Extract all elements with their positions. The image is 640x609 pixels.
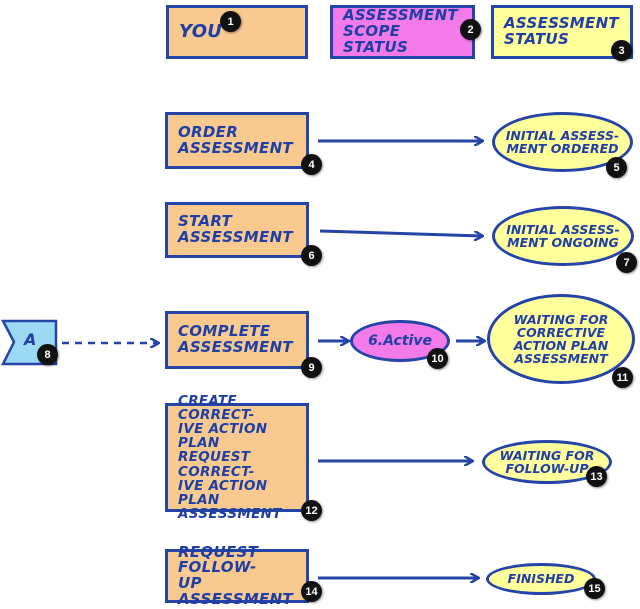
- badge-5: 5: [606, 157, 627, 178]
- status-initial-assessment-ordered: Initial Assess- ment ordered: [492, 112, 633, 172]
- status-label-line: Waiting for: [499, 447, 595, 463]
- header-status-line2: Status: [504, 30, 570, 48]
- header-scope-line1: Assessment: [343, 6, 458, 25]
- status-initial-assessment-ongoing: Initial Assess- ment Ongoing: [492, 206, 634, 266]
- badge-3: 3: [611, 40, 632, 61]
- badge-1: 1: [220, 11, 241, 32]
- step-label-line: Assessment: [178, 338, 293, 356]
- badge-11: 11: [612, 367, 633, 388]
- header-status-line1: Assessment: [504, 14, 619, 33]
- status-label-line: ment ordered: [506, 141, 619, 156]
- badge-8: 8: [37, 344, 58, 365]
- scope-status-label: 6.Active: [368, 332, 432, 349]
- step-label-line: Assessment: [178, 506, 282, 523]
- step-request-follow-up-assessment: Request Follow- up Assessment: [165, 544, 309, 607]
- step-label-line: Assessment: [178, 138, 293, 157]
- step-label-line: up Assessment: [178, 574, 293, 608]
- step-complete-assessment: Complete Assessment: [165, 311, 309, 369]
- badge-7: 7: [616, 252, 637, 273]
- badge-13: 13: [586, 466, 607, 487]
- status-label-line: Initial Assess-: [506, 221, 620, 237]
- status-label-line: Assessment: [514, 351, 608, 367]
- status-label-line: Action Plan: [513, 338, 609, 353]
- header-assessment-scope-status: Assessment Scope Status: [330, 5, 475, 59]
- header-assessment-status: Assessment Status: [491, 5, 633, 59]
- step-label-line: Complete: [178, 322, 271, 341]
- step-label-line: Request Follow-: [178, 542, 259, 577]
- step-label-line: Request Correct-: [178, 449, 255, 480]
- step-label-line: Create Correct-: [178, 392, 255, 423]
- badge-4: 4: [301, 154, 322, 175]
- status-label-line: follow-up: [505, 461, 589, 476]
- step-label-line: Order: [178, 122, 239, 141]
- step-label-line: Start: [178, 212, 233, 231]
- status-label-line: Corrective: [516, 324, 606, 340]
- arrow-start-to-ongoing: [319, 229, 482, 236]
- badge-6: 6: [301, 245, 322, 266]
- step-create-corrective-action-plan: Create Correct- ive Action Plan Request …: [165, 394, 309, 521]
- badge-15: 15: [584, 578, 605, 599]
- status-label-line: ment Ongoing: [507, 235, 619, 250]
- header-scope-line2: Scope Status: [343, 22, 409, 56]
- step-label-line: ive action plan: [178, 477, 268, 508]
- badge-10: 10: [427, 348, 448, 369]
- badge-12: 12: [301, 500, 322, 521]
- header-you-label: You: [179, 20, 223, 42]
- badge-14: 14: [301, 581, 322, 602]
- scope-status-active: 6.Active: [350, 320, 450, 362]
- flag-label: A: [24, 330, 37, 349]
- status-finished: Finished: [486, 563, 596, 595]
- status-label-line: Initial Assess-: [505, 127, 620, 143]
- step-label-line: Assessment: [178, 228, 293, 246]
- step-start-assessment: Start Assessment: [165, 202, 309, 258]
- badge-9: 9: [301, 357, 322, 378]
- step-label-line: ive Action Plan: [178, 421, 268, 452]
- status-waiting-for-corrective-action-plan: Waiting for Corrective Action Plan Asses…: [487, 294, 635, 384]
- badge-2: 2: [460, 19, 481, 40]
- status-label-line: Waiting for: [513, 311, 609, 327]
- step-order-assessment: Order Assessment: [165, 112, 309, 169]
- status-label-line: Finished: [507, 571, 575, 587]
- header-you: You: [166, 5, 308, 59]
